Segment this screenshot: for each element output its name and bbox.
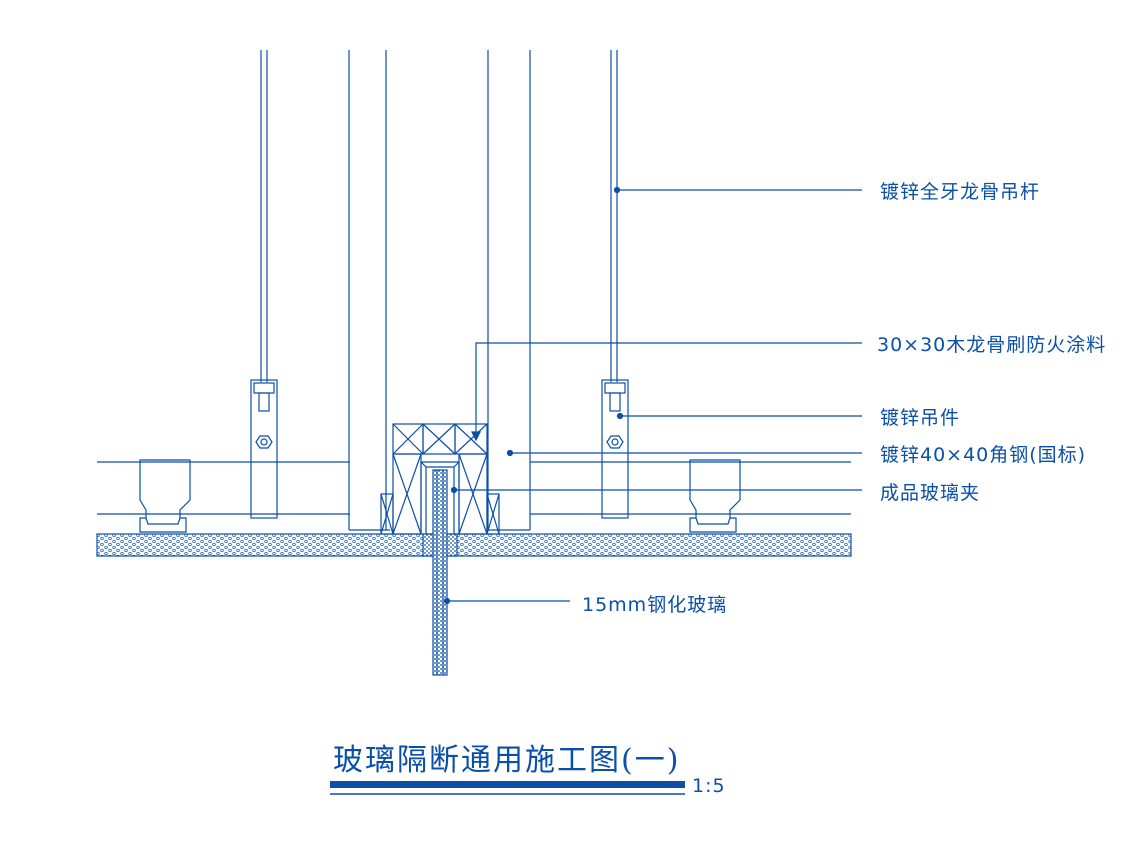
leader-hanger bbox=[616, 412, 862, 420]
wood-keel-side-left bbox=[392, 453, 422, 535]
leader-glass-clip bbox=[450, 486, 862, 494]
label-hanger-rod: 镀锌全牙龙骨吊杆 bbox=[880, 181, 1041, 203]
hanger-right bbox=[601, 379, 629, 519]
ceiling-keel-right bbox=[689, 459, 741, 533]
wood-keel-top-left bbox=[392, 423, 424, 455]
wood-keel-top-right bbox=[454, 423, 488, 455]
label-hanger: 镀锌吊件 bbox=[880, 407, 961, 429]
ceiling-board bbox=[96, 533, 852, 557]
title-underline-thick bbox=[330, 781, 685, 788]
drawing-title: 玻璃隔断通用施工图(一) bbox=[333, 743, 681, 778]
label-angle-steel: 镀锌40×40角钢(国标) bbox=[880, 444, 1087, 466]
sealant-left bbox=[422, 533, 434, 557]
label-wood-keel: 30×30木龙骨刷防火涂料 bbox=[877, 334, 1107, 356]
glass-clip bbox=[420, 461, 460, 534]
wood-keel-small-right bbox=[486, 493, 500, 535]
label-glass-clip: 成品玻璃夹 bbox=[880, 482, 981, 504]
drawing-scale: 1:5 bbox=[692, 775, 726, 797]
ceiling-keel-left bbox=[139, 459, 191, 533]
leader-hanger-rod bbox=[613, 186, 862, 194]
sealant-right bbox=[446, 533, 458, 557]
wood-keel-side-right bbox=[458, 453, 488, 535]
tempered-glass bbox=[432, 469, 448, 676]
angle-steel bbox=[348, 50, 531, 531]
hanger-rod-left bbox=[260, 50, 268, 382]
leader-tempered-glass bbox=[443, 597, 570, 605]
hanger-left bbox=[250, 379, 278, 519]
wood-keel-top-mid bbox=[422, 423, 456, 455]
wood-keel-small-left bbox=[380, 493, 394, 535]
label-tempered-glass: 15mm钢化玻璃 bbox=[582, 594, 728, 616]
leader-angle-steel bbox=[506, 449, 862, 457]
hanger-rod-right bbox=[610, 50, 618, 382]
leader-wood-keel bbox=[471, 342, 862, 442]
